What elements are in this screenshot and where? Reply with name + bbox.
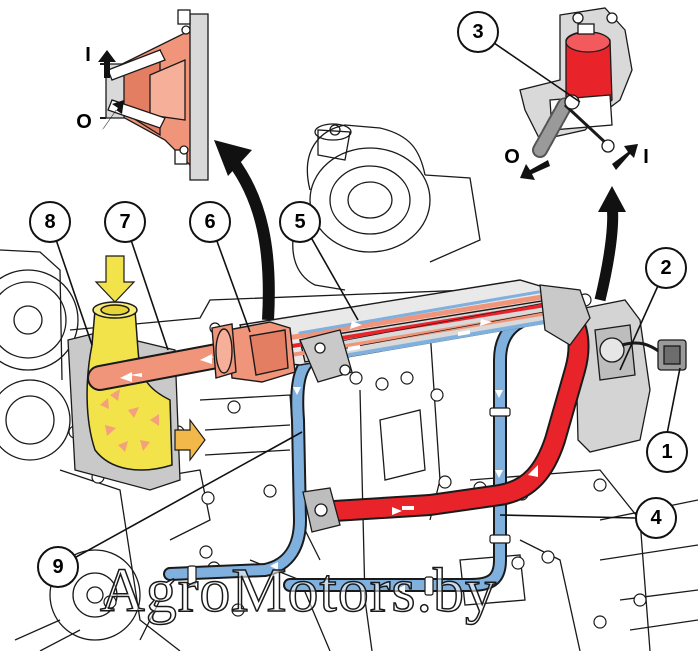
- callout-2-circle: [645, 247, 687, 289]
- inset-left-outlet-label: O: [76, 111, 92, 133]
- callout-2-label: 2: [660, 257, 671, 279]
- callout-1-circle: [646, 431, 688, 473]
- inset-left-io-arrows: [98, 50, 124, 130]
- callout-5-label: 5: [294, 211, 305, 233]
- inset-cooler-valve-section: [100, 9, 209, 181]
- mixed-gas-outlet-arrow: [174, 418, 206, 462]
- egr-connector: [621, 339, 687, 371]
- hot-exhaust-flow-arrows: [392, 465, 538, 515]
- callout-8-label: 8: [44, 211, 55, 233]
- site-watermark: AgroMotors.by: [99, 556, 498, 626]
- callout-9-label: 9: [52, 556, 63, 578]
- callout-7-label: 7: [119, 211, 130, 233]
- callout-1-label: 1: [661, 441, 672, 463]
- cooler-flow-arrows: [348, 319, 492, 351]
- callout-4-label: 4: [650, 507, 662, 529]
- coolant-flow-arrows: [270, 387, 503, 593]
- inset-egr-valve-actuator: [519, 7, 633, 158]
- callout-4-circle: [635, 497, 677, 539]
- egr-cooler-flanges: [299, 284, 591, 383]
- callout-6-label: 6: [204, 211, 215, 233]
- callout-7-circle: [104, 201, 146, 243]
- callout-markers: [29, 11, 688, 588]
- callout-8-circle: [29, 201, 71, 243]
- callout-3-label: 3: [472, 21, 483, 43]
- coolant-pipe-clamps: [187, 407, 511, 596]
- inset-right-outlet-label: O: [504, 146, 520, 168]
- intake-mixer-housing: [86, 301, 173, 471]
- inset-right-inlet-label: I: [643, 146, 649, 168]
- callout-5-circle: [279, 201, 321, 243]
- inset-right-io-arrows: [520, 144, 638, 180]
- callout-3-circle: [457, 11, 499, 53]
- detail-arrow-left: [214, 140, 275, 321]
- callout-9-circle: [37, 546, 79, 588]
- egr-valve-housing: [574, 299, 651, 453]
- intake-air-arrow: [94, 255, 136, 303]
- egr-cooler-inlet-valve: [211, 321, 296, 383]
- inset-left-inlet-label: I: [85, 44, 91, 66]
- callout-6-circle: [189, 201, 231, 243]
- exhaust-flange: [302, 487, 341, 533]
- detail-arrow-right: [594, 186, 626, 302]
